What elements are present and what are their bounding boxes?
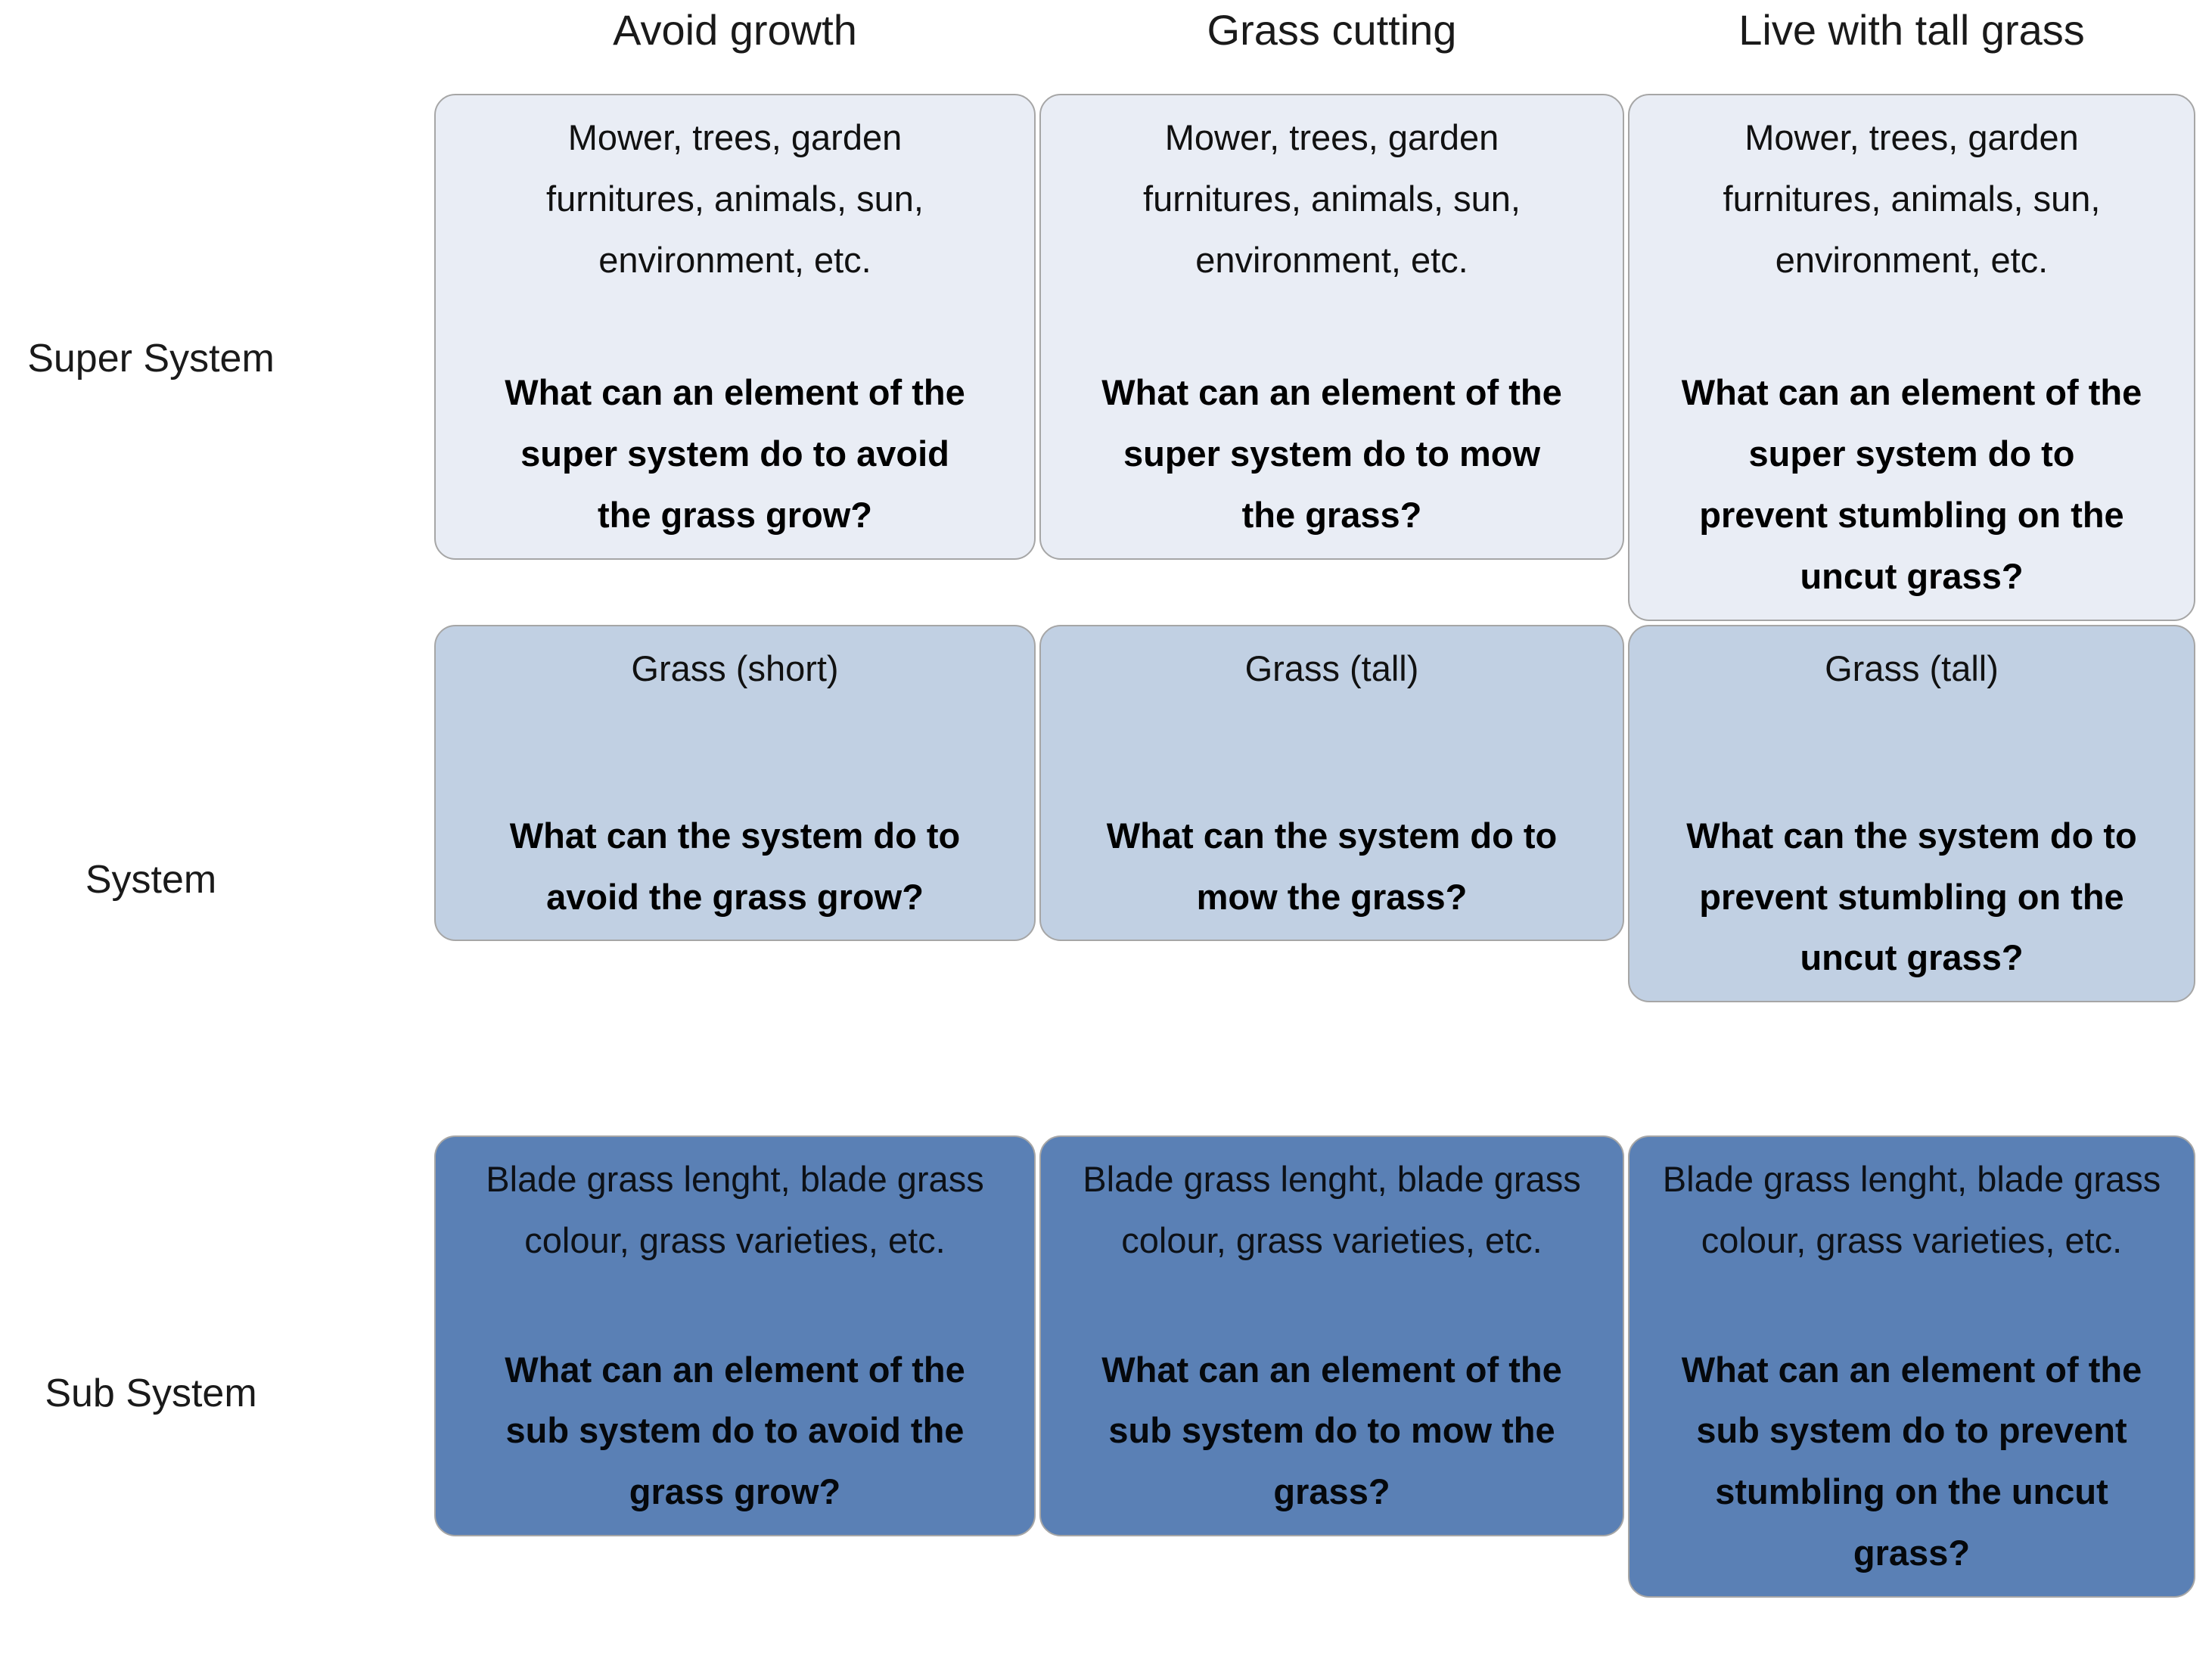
cell-box: Blade grass lenght, blade grass colour, …: [434, 1135, 1036, 1537]
cell-sub-system-grass-cutting: Blade grass lenght, blade grass colour, …: [1039, 1135, 1624, 1651]
cell-system-grass-cutting: Grass (tall) What can the system do to m…: [1039, 625, 1624, 1134]
column-header-live-with-tall-grass: Live with tall grass: [1738, 6, 2085, 54]
cell-question-text: What can the system do to mow the grass?: [1106, 815, 1558, 917]
cell-system-live-with-tall-grass: Grass (tall) What can the system do to p…: [1628, 625, 2195, 1134]
cell-super-system-live-with-tall-grass: Mower, trees, garden furnitures, animals…: [1628, 94, 2195, 623]
cell-elements-text: Blade grass lenght, blade grass colour, …: [486, 1159, 984, 1260]
cell-box: Blade grass lenght, blade grass colour, …: [1628, 1135, 2195, 1598]
row-label-sub-system: Sub System: [45, 1371, 257, 1415]
cell-elements-text: Grass (tall): [1825, 648, 1999, 688]
cell-box: Mower, trees, garden furnitures, animals…: [1628, 94, 2195, 621]
cell-sub-system-live-with-tall-grass: Blade grass lenght, blade grass colour, …: [1628, 1135, 2195, 1651]
cell-elements-text: Mower, trees, garden furnitures, animals…: [1143, 117, 1521, 280]
cell-super-system-avoid-growth: Mower, trees, garden furnitures, animals…: [434, 94, 1036, 623]
cell-super-system-grass-cutting: Mower, trees, garden furnitures, animals…: [1039, 94, 1624, 623]
cell-question-text: What can an element of the sub system do…: [1101, 1349, 1562, 1512]
cell-box: Grass (tall) What can the system do to p…: [1628, 625, 2195, 1003]
cell-question-text: What can an element of the sub system do…: [505, 1349, 965, 1512]
cell-system-avoid-growth: Grass (short) What can the system do to …: [434, 625, 1036, 1134]
cell-question-text: What can the system do to prevent stumbl…: [1686, 815, 2137, 978]
empty-corner-cell: [0, 0, 430, 92]
cell-sub-system-avoid-growth: Blade grass lenght, blade grass colour, …: [434, 1135, 1036, 1651]
cell-question-text: What can an element of the super system …: [1681, 372, 2142, 596]
row-label-super-system: Super System: [27, 337, 275, 381]
cell-elements-text: Blade grass lenght, blade grass colour, …: [1662, 1159, 2161, 1260]
cell-elements-text: Mower, trees, garden furnitures, animals…: [546, 117, 924, 280]
cell-question-text: What can an element of the super system …: [1101, 372, 1562, 536]
row-label-system: System: [85, 857, 217, 902]
cell-elements-text: Grass (short): [631, 648, 839, 688]
cell-box: Blade grass lenght, blade grass colour, …: [1039, 1135, 1624, 1537]
cell-question-text: What can an element of the sub system do…: [1681, 1349, 2142, 1573]
column-header-avoid-growth: Avoid growth: [613, 6, 857, 54]
cell-question-text: What can the system do to avoid the gras…: [509, 815, 961, 917]
cell-elements-text: Blade grass lenght, blade grass colour, …: [1083, 1159, 1581, 1260]
cell-elements-text: Mower, trees, garden furnitures, animals…: [1723, 117, 2101, 280]
cell-elements-text: Grass (tall): [1244, 648, 1419, 688]
cell-box: Grass (tall) What can the system do to m…: [1039, 625, 1624, 942]
cell-question-text: What can an element of the super system …: [505, 372, 965, 536]
cell-box: Mower, trees, garden furnitures, animals…: [434, 94, 1036, 560]
column-header-grass-cutting: Grass cutting: [1207, 6, 1457, 54]
cell-box: Grass (short) What can the system do to …: [434, 625, 1036, 942]
cell-box: Mower, trees, garden furnitures, animals…: [1039, 94, 1624, 560]
